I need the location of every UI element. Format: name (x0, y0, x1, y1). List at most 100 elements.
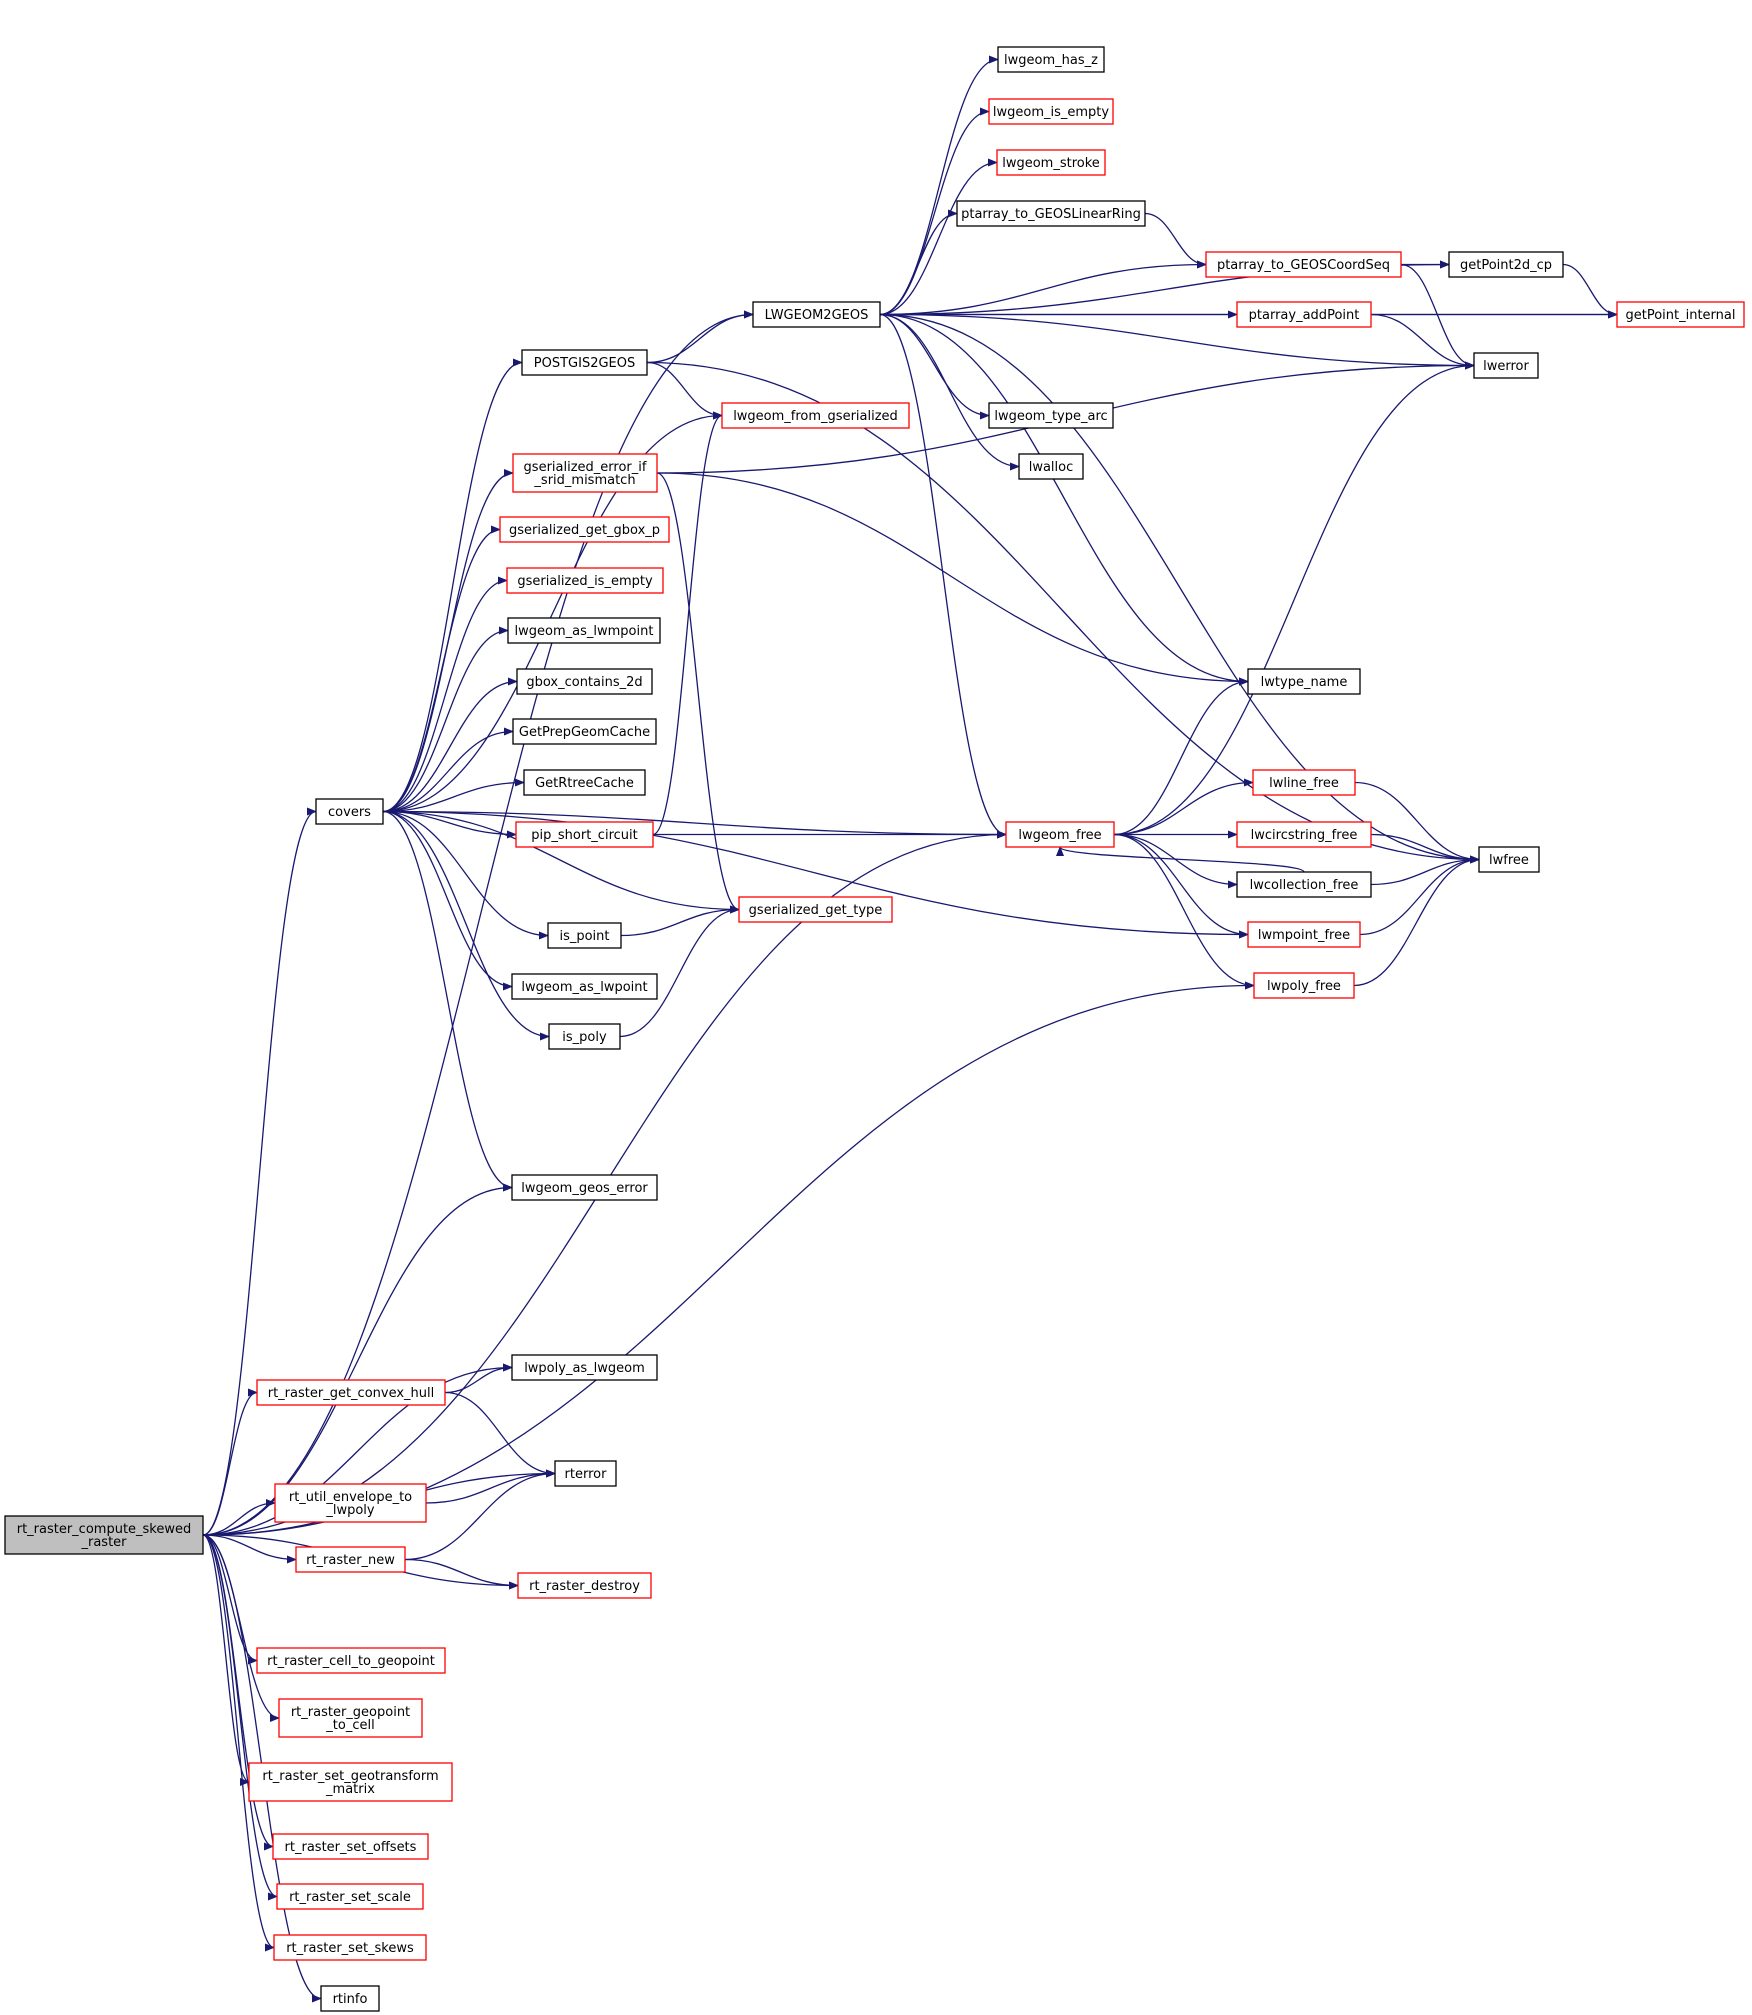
node-box[interactable] (506, 567, 664, 594)
node-box[interactable] (547, 922, 622, 949)
node-lwgeom_from_gserialized[interactable]: lwgeom_from_gserialized (721, 402, 910, 429)
node-box[interactable] (1205, 251, 1402, 278)
node-box[interactable] (4, 1515, 204, 1555)
node-box[interactable] (511, 973, 658, 1000)
node-box[interactable] (274, 1483, 427, 1523)
node-lwcircstring_free[interactable]: lwcircstring_free (1236, 821, 1372, 848)
node-lwgeom_as_lwpoint[interactable]: lwgeom_as_lwpoint (511, 973, 658, 1000)
node-getPoint_internal[interactable]: getPoint_internal (1616, 301, 1745, 328)
node-box[interactable] (256, 1379, 446, 1406)
node-box[interactable] (548, 1023, 621, 1050)
node-box[interactable] (295, 1546, 406, 1573)
node-box[interactable] (1616, 301, 1745, 328)
node-box[interactable] (511, 1174, 658, 1201)
node-getPoint2d_cp[interactable]: getPoint2d_cp (1448, 251, 1564, 278)
node-box[interactable] (517, 1572, 652, 1599)
node-rt_raster_set_skews[interactable]: rt_raster_set_skews (273, 1934, 427, 1961)
node-box[interactable] (752, 301, 881, 328)
node-box[interactable] (1236, 871, 1372, 898)
node-root[interactable]: rt_raster_compute_skewed_raster (4, 1515, 204, 1555)
node-lwgeom_type_arc[interactable]: lwgeom_type_arc (988, 402, 1114, 429)
node-rt_raster_cell_to_geopoint[interactable]: rt_raster_cell_to_geopoint (256, 1647, 446, 1674)
node-rt_raster_set_geotransform_matrix[interactable]: rt_raster_set_geotransform_matrix (248, 1762, 453, 1802)
node-box[interactable] (1236, 301, 1372, 328)
node-gserialized_get_type[interactable]: gserialized_get_type (738, 896, 893, 923)
node-box[interactable] (988, 402, 1114, 429)
node-is_point[interactable]: is_point (547, 922, 622, 949)
node-box[interactable] (1448, 251, 1564, 278)
node-GetPrepGeomCache[interactable]: GetPrepGeomCache (512, 718, 657, 745)
node-rt_util_envelope_to_lwpoly[interactable]: rt_util_envelope_to_lwpoly (274, 1483, 427, 1523)
node-box[interactable] (512, 718, 657, 745)
node-rterror[interactable]: rterror (554, 1460, 617, 1487)
node-lwpoly_free[interactable]: lwpoly_free (1253, 972, 1355, 999)
node-box[interactable] (997, 46, 1105, 73)
node-box[interactable] (988, 98, 1114, 125)
node-box[interactable] (721, 402, 910, 429)
node-lwalloc[interactable]: lwalloc (1018, 453, 1084, 480)
node-gserialized_error_if_srid_mismatch[interactable]: gserialized_error_if_srid_mismatch (512, 453, 658, 493)
node-gbox_contains_2d[interactable]: gbox_contains_2d (516, 668, 653, 695)
node-box[interactable] (507, 617, 661, 644)
node-lwgeom_is_empty[interactable]: lwgeom_is_empty (988, 98, 1114, 125)
node-lwline_free[interactable]: lwline_free (1252, 769, 1356, 796)
node-box[interactable] (256, 1647, 446, 1674)
node-lwgeom_stroke[interactable]: lwgeom_stroke (996, 149, 1106, 176)
node-lwtype_name[interactable]: lwtype_name (1247, 668, 1361, 695)
node-box[interactable] (738, 896, 893, 923)
node-lwcollection_free[interactable]: lwcollection_free (1236, 871, 1372, 898)
node-rt_raster_get_convex_hull[interactable]: rt_raster_get_convex_hull (256, 1379, 446, 1406)
node-ptarray_to_GEOSLinearRing[interactable]: ptarray_to_GEOSLinearRing (956, 200, 1146, 227)
node-covers[interactable]: covers (315, 798, 384, 825)
node-box[interactable] (521, 349, 648, 376)
node-box[interactable] (315, 798, 384, 825)
node-is_poly[interactable]: is_poly (548, 1023, 621, 1050)
node-box[interactable] (511, 1354, 658, 1381)
node-box[interactable] (320, 1985, 380, 2012)
node-box[interactable] (1236, 821, 1372, 848)
node-box[interactable] (996, 149, 1106, 176)
node-box[interactable] (278, 1698, 423, 1738)
node-lwpoly_as_lwgeom[interactable]: lwpoly_as_lwgeom (511, 1354, 658, 1381)
node-gserialized_get_gbox_p[interactable]: gserialized_get_gbox_p (499, 516, 670, 543)
node-box[interactable] (276, 1883, 424, 1910)
node-lwfree[interactable]: lwfree (1478, 846, 1540, 873)
node-box[interactable] (1018, 453, 1084, 480)
node-rt_raster_set_offsets[interactable]: rt_raster_set_offsets (272, 1833, 429, 1860)
node-lwgeom_as_lwmpoint[interactable]: lwgeom_as_lwmpoint (507, 617, 661, 644)
node-box[interactable] (1247, 921, 1361, 948)
node-rt_raster_set_scale[interactable]: rt_raster_set_scale (276, 1883, 424, 1910)
node-gserialized_is_empty[interactable]: gserialized_is_empty (506, 567, 664, 594)
node-box[interactable] (1253, 972, 1355, 999)
node-ptarray_to_GEOSCoordSeq[interactable]: ptarray_to_GEOSCoordSeq (1205, 251, 1402, 278)
node-lwgeom_free[interactable]: lwgeom_free (1005, 821, 1115, 848)
node-lwmpoint_free[interactable]: lwmpoint_free (1247, 921, 1361, 948)
node-box[interactable] (1252, 769, 1356, 796)
node-LWGEOM2GEOS[interactable]: LWGEOM2GEOS (752, 301, 881, 328)
node-POSTGIS2GEOS[interactable]: POSTGIS2GEOS (521, 349, 648, 376)
node-box[interactable] (512, 453, 658, 493)
node-box[interactable] (273, 1934, 427, 1961)
node-box[interactable] (248, 1762, 453, 1802)
node-lwerror[interactable]: lwerror (1473, 352, 1539, 379)
node-rtinfo[interactable]: rtinfo (320, 1985, 380, 2012)
node-box[interactable] (554, 1460, 617, 1487)
node-rt_raster_geopoint_to_cell[interactable]: rt_raster_geopoint_to_cell (278, 1698, 423, 1738)
node-box[interactable] (1473, 352, 1539, 379)
node-ptarray_addPoint[interactable]: ptarray_addPoint (1236, 301, 1372, 328)
node-box[interactable] (1247, 668, 1361, 695)
node-box[interactable] (516, 668, 653, 695)
node-lwgeom_geos_error[interactable]: lwgeom_geos_error (511, 1174, 658, 1201)
node-pip_short_circuit[interactable]: pip_short_circuit (515, 821, 654, 848)
node-box[interactable] (1478, 846, 1540, 873)
node-box[interactable] (523, 769, 646, 796)
node-box[interactable] (1005, 821, 1115, 848)
node-rt_raster_destroy[interactable]: rt_raster_destroy (517, 1572, 652, 1599)
node-box[interactable] (956, 200, 1146, 227)
node-box[interactable] (272, 1833, 429, 1860)
node-box[interactable] (515, 821, 654, 848)
node-lwgeom_has_z[interactable]: lwgeom_has_z (997, 46, 1105, 73)
node-GetRtreeCache[interactable]: GetRtreeCache (523, 769, 646, 796)
node-rt_raster_new[interactable]: rt_raster_new (295, 1546, 406, 1573)
node-box[interactable] (499, 516, 670, 543)
